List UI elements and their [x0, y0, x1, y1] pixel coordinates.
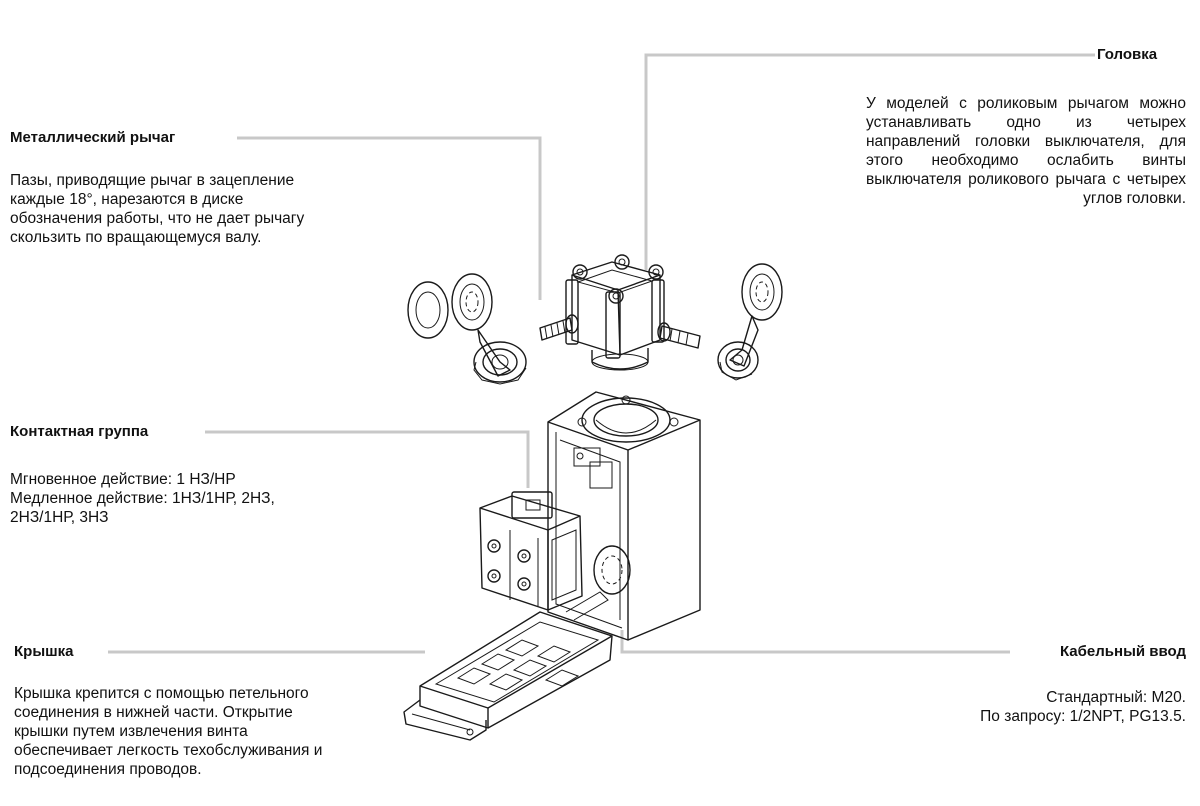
cover-description: Крышка крепится с помощью петельного сое… [14, 685, 323, 778]
cable-line-1: Стандартный: M20. [1046, 689, 1186, 706]
housing [547, 391, 701, 641]
contacts-title: Контактная группа [10, 423, 155, 441]
leader-lever [237, 136, 542, 300]
contacts-line-2: Медленное действие: 1НЗ/1НР, 2НЗ, [10, 490, 275, 507]
cable-description: Стандартный: M20. По запросу: 1/2NPT, PG… [826, 688, 1186, 726]
cover [403, 591, 613, 741]
leader-head [644, 53, 1095, 270]
contacts-line-3: 2НЗ/1НР, 3НЗ [10, 509, 109, 526]
contacts-description: Мгновенное действие: 1 НЗ/НР Медленное д… [10, 470, 390, 527]
head-description: У моделей с роликовым рычагом можно уста… [866, 95, 1186, 207]
cover-title: Крышка [14, 643, 80, 661]
contacts-line-1: Мгновенное действие: 1 НЗ/НР [10, 471, 236, 488]
head-assembly [539, 254, 701, 371]
left-lever [407, 273, 527, 385]
leader-cable [620, 630, 1010, 654]
head-title: Головка [1097, 46, 1158, 64]
cable-title: Кабельный ввод [1053, 643, 1186, 661]
right-lever [717, 263, 783, 381]
leader-contacts [205, 430, 530, 488]
cable-line-2: По запросу: 1/2NPT, PG13.5. [980, 708, 1186, 725]
contact-block [479, 491, 583, 611]
lever-description: Пазы, приводящие рычаг в зацепление кажд… [10, 172, 305, 246]
lever-title: Металлический рычаг [10, 129, 182, 147]
leader-lines [108, 53, 1095, 654]
